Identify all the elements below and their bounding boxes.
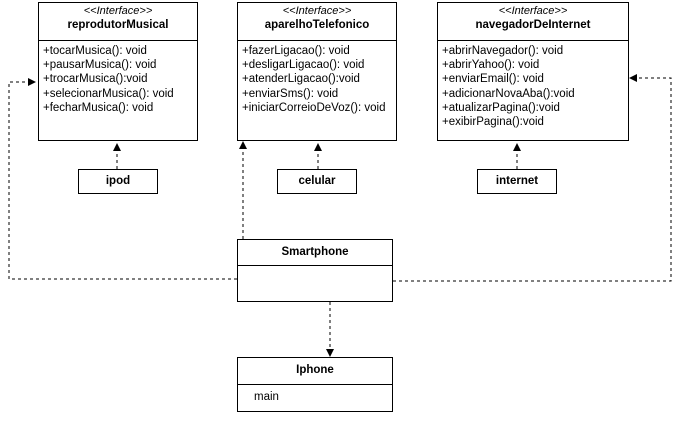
operation: +enviarEmail(): void xyxy=(442,73,544,86)
interface-aparelho-telefonico: <<Interface>> aparelhoTelefonico +fazerL… xyxy=(237,2,397,141)
class-title: Iphone xyxy=(296,364,334,376)
operation: +desligarLigacao(): void xyxy=(242,59,365,72)
class-attribute: main xyxy=(254,391,279,403)
stereotype-label: <<Interface>> xyxy=(498,5,568,17)
interface-navegador-de-internet: <<Interface>> navegadorDeInternet +abrir… xyxy=(437,2,629,141)
smartphone-to-navegador-arrow xyxy=(393,74,672,282)
operation: +tocarMusica(): void xyxy=(43,45,147,57)
operation: +selecionarMusica(): void xyxy=(43,87,174,100)
class-internet: internet xyxy=(477,169,557,194)
class-celular: celular xyxy=(277,169,357,194)
operation: +iniciarCorreioDeVoz(): void xyxy=(242,101,386,114)
operation: +abrirNavegador(): void xyxy=(442,45,564,57)
operation: +adicionarNovaAba():void xyxy=(442,87,575,100)
operation: +atenderLigacao():void xyxy=(242,73,360,86)
operation: +exibirPagina():void xyxy=(442,115,544,128)
class-title: celular xyxy=(298,175,336,187)
class-title: Smartphone xyxy=(281,246,349,258)
class-title: ipod xyxy=(105,175,131,187)
interface-title: navegadorDeInternet xyxy=(475,19,591,31)
operation: +trocarMusica():void xyxy=(43,73,148,86)
interface-reprodutor-musical: <<Interface>> reprodutorMusical +tocarMu… xyxy=(38,2,198,141)
stereotype-label: <<Interface>> xyxy=(282,5,352,17)
interface-title: aparelhoTelefonico xyxy=(264,19,370,31)
interface-title: reprodutorMusical xyxy=(67,19,169,31)
operation: +enviarSms(): void xyxy=(242,87,339,100)
operation: +fecharMusica(): void xyxy=(43,101,154,114)
class-iphone: Iphone main xyxy=(237,357,393,412)
operation: +fazerLigacao(): void xyxy=(242,45,350,57)
class-smartphone: Smartphone xyxy=(237,239,393,302)
class-ipod: ipod xyxy=(78,169,158,194)
operation: +atualizarPagina():void xyxy=(442,101,560,114)
operation: +pausarMusica(): void xyxy=(43,59,157,72)
class-title: internet xyxy=(495,175,539,187)
operation: +abrirYahoo(): void xyxy=(442,59,540,72)
smartphone-to-reprodutor-arrow xyxy=(8,78,237,280)
stereotype-label: <<Interface>> xyxy=(83,5,153,17)
